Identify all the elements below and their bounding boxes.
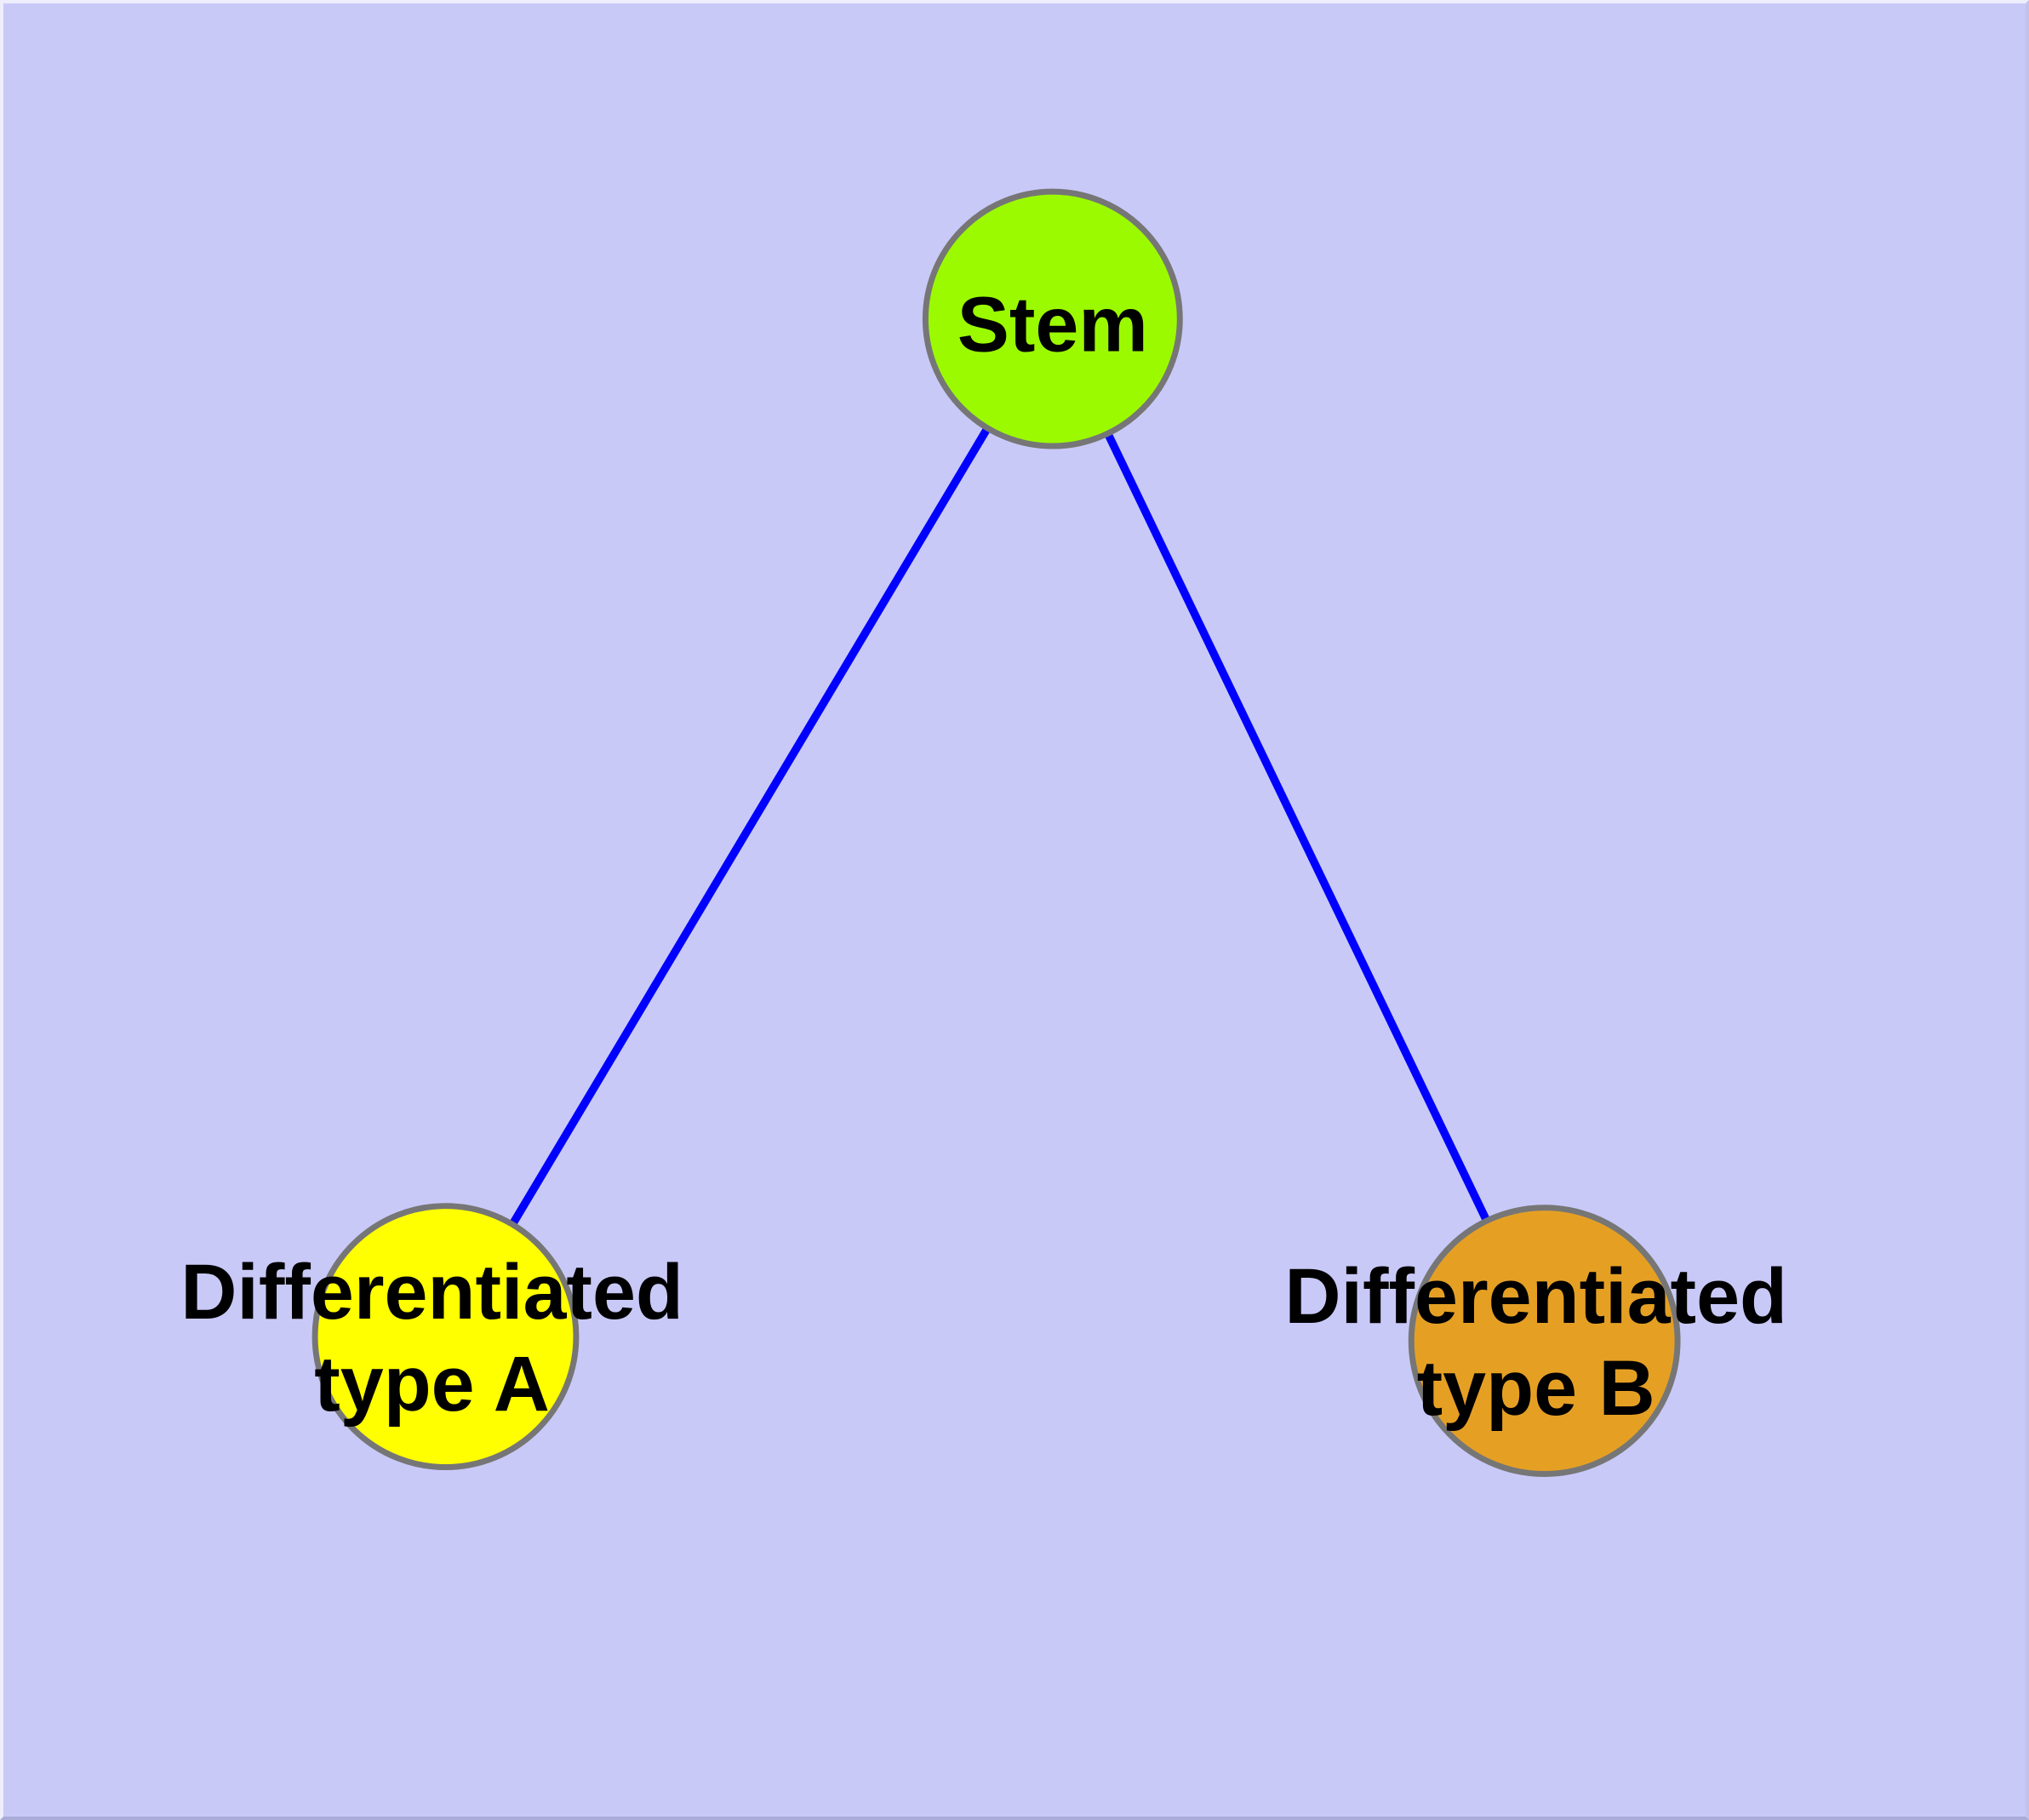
node-type-a-label-line2: type A xyxy=(314,1341,550,1428)
node-differentiated-type-b xyxy=(1408,1205,1681,1477)
node-stem xyxy=(922,188,1183,449)
node-type-b-label-line2: type B xyxy=(1417,1345,1655,1432)
cell-differentiation-graph: Stem Differentiated type A Differentiate… xyxy=(180,188,1787,1477)
edge-stem-to-type-b xyxy=(1049,317,1548,1343)
node-type-b-label-line1: Differentiated xyxy=(1284,1253,1787,1340)
node-type-a-label-line1: Differentiated xyxy=(180,1249,683,1336)
edge-stem-to-type-a xyxy=(442,317,1056,1339)
node-differentiated-type-a xyxy=(311,1203,580,1471)
node-stem-label: Stem xyxy=(957,281,1148,368)
